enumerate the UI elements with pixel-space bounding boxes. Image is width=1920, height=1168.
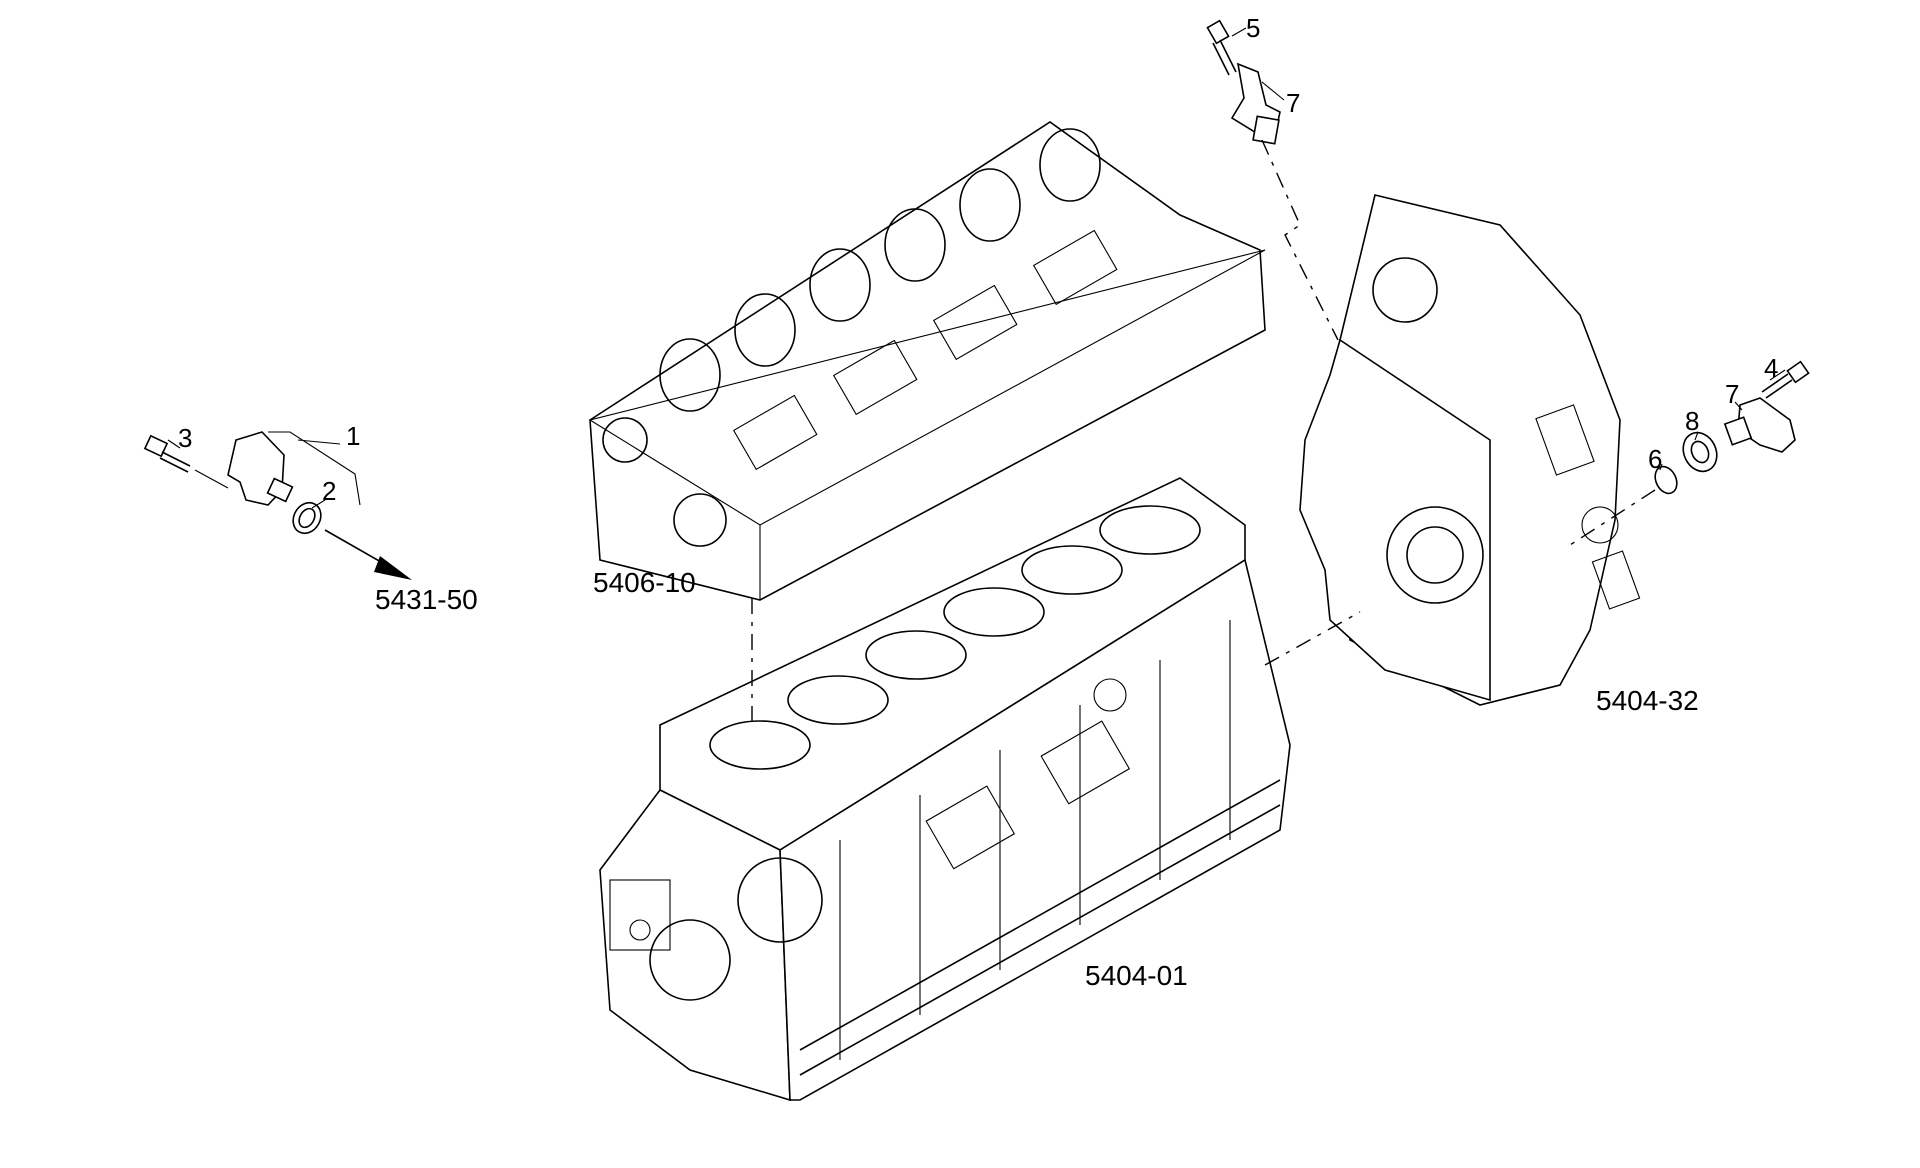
flywheel-housing <box>1299 194 1641 706</box>
cylinder-block <box>599 477 1291 1102</box>
bolt-item-5 <box>1206 19 1237 76</box>
reference-label-block: 5404-01 <box>1085 960 1188 991</box>
callout-8: 8 <box>1685 406 1699 436</box>
callout-2: 2 <box>322 476 336 506</box>
assembly-lines <box>751 139 1656 730</box>
callout-3: 3 <box>178 423 192 453</box>
washer-item-8 <box>1682 431 1718 473</box>
o-ring-item-2 <box>292 501 322 535</box>
reference-label-housing: 5404-32 <box>1596 685 1699 716</box>
callout-7-right: 7 <box>1725 379 1739 409</box>
reference-label-head: 5406-10 <box>593 567 696 598</box>
sensor-item-1 <box>227 431 294 506</box>
sensor-item-7-top <box>1230 62 1281 145</box>
reference-label-sensor: 5431-50 <box>375 584 478 615</box>
bolt-item-3 <box>143 434 191 473</box>
callout-7-top: 7 <box>1286 88 1300 118</box>
callout-5: 5 <box>1246 13 1260 43</box>
callout-4: 4 <box>1764 353 1778 383</box>
callout-1: 1 <box>346 421 360 451</box>
reference-arrow <box>324 529 412 580</box>
sensor-item-7-right <box>1723 397 1796 453</box>
callout-6: 6 <box>1648 444 1662 474</box>
bolt-item-4 <box>1761 360 1810 399</box>
cylinder-head <box>588 121 1266 601</box>
o-ring-item-6 <box>1654 465 1678 495</box>
